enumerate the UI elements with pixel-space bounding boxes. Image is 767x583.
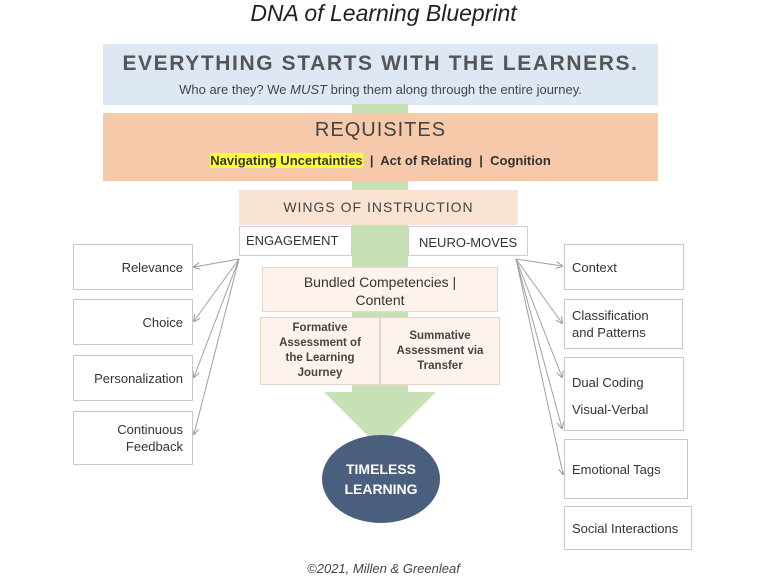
connector-emotional-tags	[515, 258, 563, 474]
connector-classification	[515, 258, 562, 323]
summative-assessment-box: Summative Assessment via Transfer	[380, 317, 500, 385]
neuro-item-social-interactions: Social Interactions	[564, 506, 692, 550]
formative-assessment-box: Formative Assessment of the Learning Jou…	[260, 317, 380, 385]
engagement-item-continuous-feedback: Continuous Feedback	[73, 411, 193, 465]
engagement-item-relevance: Relevance	[73, 244, 193, 290]
dual-coding-label: Dual Coding	[572, 375, 644, 390]
requisite-navigating-uncertainties: Navigating Uncertainties	[210, 153, 363, 168]
bundled-competencies-box: Bundled Competencies | Content	[262, 267, 498, 312]
bundle-line-1: Bundled Competencies |	[303, 274, 457, 290]
engagement-item-personalization: Personalization	[73, 355, 193, 401]
requisite-separator-2: |	[472, 153, 491, 168]
wings-heading: WINGS OF INSTRUCTION	[239, 190, 518, 225]
connector-choice	[194, 258, 240, 321]
requisites-heading: REQUISITES	[314, 119, 447, 141]
subtitle-emphasis: MUST	[290, 82, 327, 97]
connector-visual-verbal	[515, 258, 562, 428]
copyright-footer: ©2021, Millen & Greenleaf	[307, 561, 460, 576]
connector-context	[515, 258, 562, 266]
outcome-line-1: TIMELESS	[345, 461, 416, 477]
personalization-label: Personalization	[94, 370, 183, 386]
learners-banner: EVERYTHING STARTS WITH THE LEARNERS. Who…	[103, 44, 658, 105]
connector-relevance	[194, 258, 240, 267]
requisites-band: REQUISITES Navigating Uncertainties | Ac…	[103, 113, 658, 181]
continuous-feedback-label: Continuous Feedback	[117, 422, 183, 454]
timeless-learning-circle: TIMELESS LEARNING	[322, 435, 440, 523]
requisite-separator-1: |	[362, 153, 381, 168]
formative-label: Formative Assessment of the Learning Jou…	[279, 322, 361, 379]
connector-personalization	[194, 258, 240, 377]
connector-dual-coding	[515, 258, 562, 377]
neuro-moves-box: NEURO-MOVES	[408, 226, 528, 256]
neuro-item-dual-coding: Dual Coding Visual-Verbal	[564, 357, 684, 431]
neuro-item-emotional-tags: Emotional Tags	[564, 439, 688, 499]
neuro-item-classification: Classification and Patterns	[564, 299, 683, 349]
subtitle-part-2: bring them along through the entire jour…	[327, 82, 582, 97]
requisite-act-of-relating: Act of Relating	[380, 153, 473, 168]
social-interactions-label: Social Interactions	[572, 520, 679, 536]
engagement-box: ENGAGEMENT	[239, 226, 352, 256]
learners-subtitle: Who are they? We MUST bring them along t…	[103, 82, 658, 97]
neuro-item-context: Context	[564, 244, 684, 290]
bundle-line-2: Content	[355, 292, 405, 308]
subtitle-part-1: Who are they? We	[179, 82, 291, 97]
choice-label: Choice	[142, 314, 183, 330]
classification-label: Classification and Patterns	[572, 308, 649, 340]
visual-verbal-label: Visual-Verbal	[572, 402, 649, 417]
diagram-title: DNA of Learning Blueprint	[250, 0, 517, 26]
context-label: Context	[572, 259, 617, 275]
emotional-tags-label: Emotional Tags	[572, 461, 661, 477]
summative-label: Summative Assessment via Transfer	[396, 329, 484, 372]
connector-continuous-feedback	[194, 258, 240, 434]
learners-heading: EVERYTHING STARTS WITH THE LEARNERS.	[122, 52, 639, 75]
requisite-cognition: Cognition	[490, 153, 551, 168]
relevance-label: Relevance	[121, 259, 183, 275]
requisites-items: Navigating Uncertainties | Act of Relati…	[103, 153, 658, 168]
outcome-line-2: LEARNING	[344, 481, 418, 497]
engagement-item-choice: Choice	[73, 299, 193, 345]
